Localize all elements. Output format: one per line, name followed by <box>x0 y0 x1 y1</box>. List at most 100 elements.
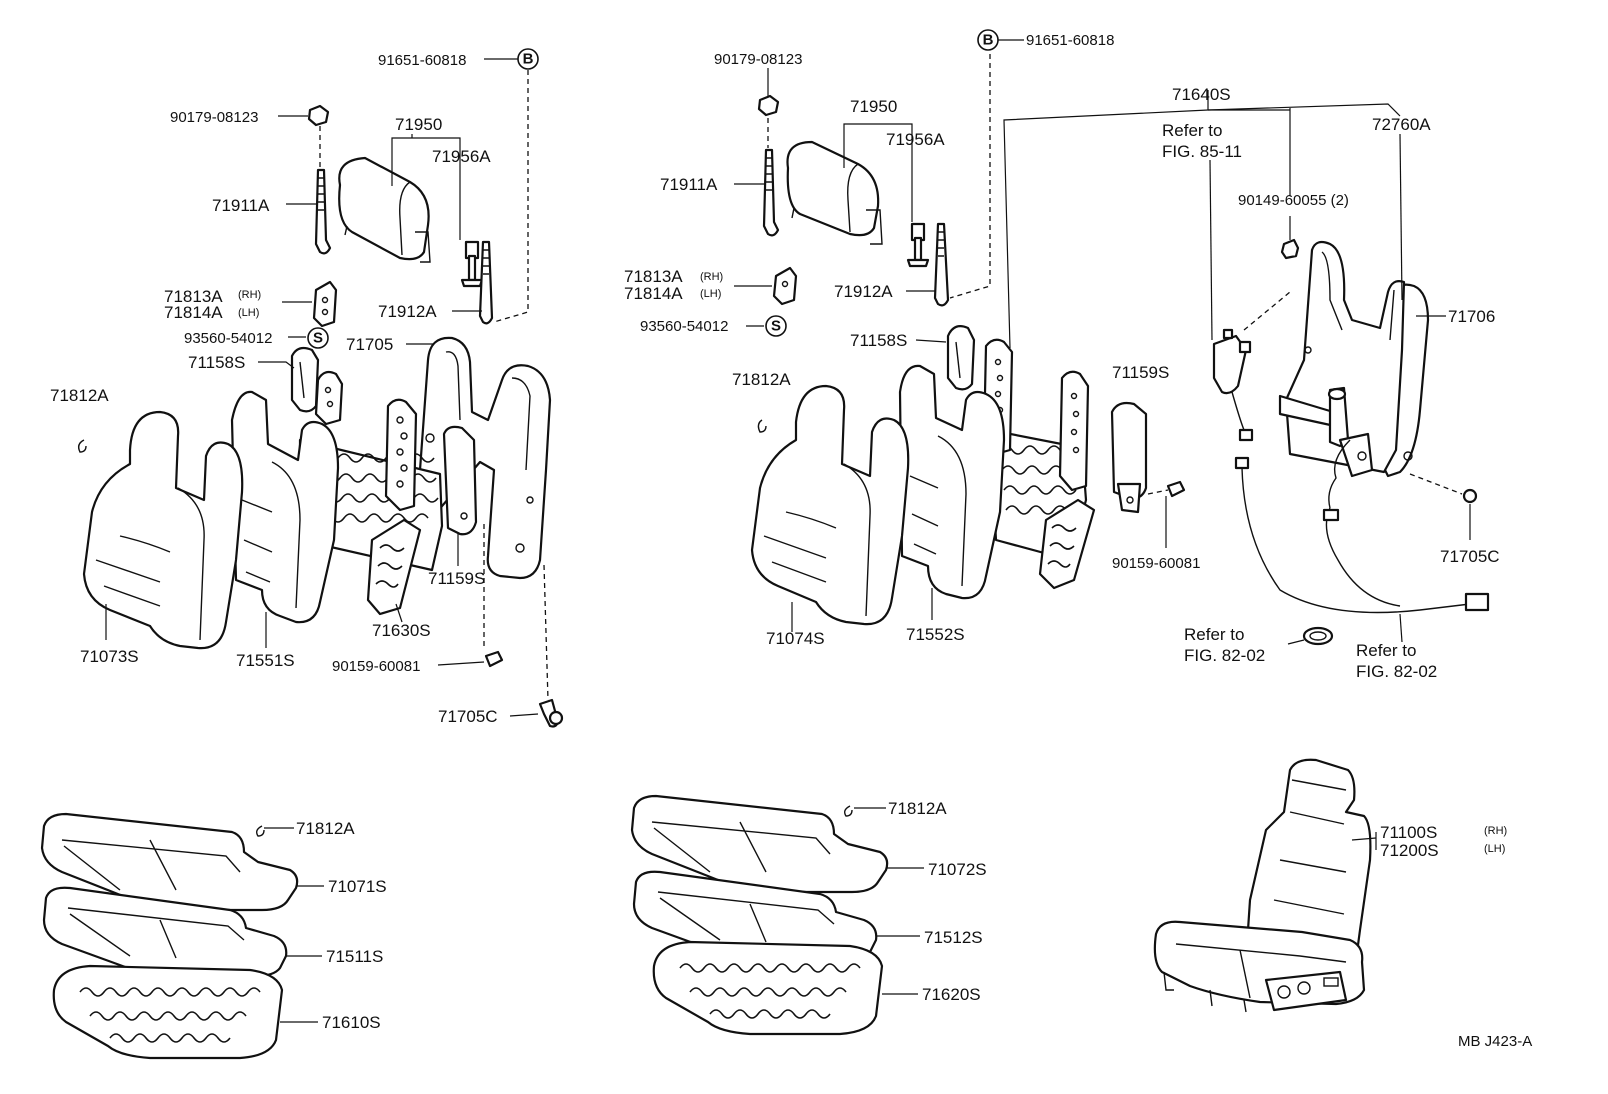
label-71640s: 71640S <box>1172 85 1231 104</box>
label-71950-middle: 71950 <box>850 97 897 116</box>
label-71912a-middle: 71912A <box>834 282 893 301</box>
lower-left-cushion-group <box>40 812 299 1060</box>
badge-s-middle: S <box>765 315 787 337</box>
label-71814a-middle: 71814A <box>624 284 683 303</box>
label-71512s: 71512S <box>924 928 983 947</box>
side-cover-71159s-middle <box>1110 401 1148 514</box>
label-refer-82a-line2: FIG. 82-02 <box>1184 646 1265 665</box>
clip-71812a-lower-left <box>255 825 265 837</box>
label-71956a-left: 71956A <box>432 147 491 166</box>
svg-text:S: S <box>771 318 781 335</box>
left-seatback-group <box>77 70 564 728</box>
seatback-frame-71705-left <box>418 336 552 580</box>
label-71813a-left: 71813A <box>164 287 223 306</box>
headrest-stay-71911a-left <box>314 126 332 255</box>
badge-b-middle: B <box>977 29 999 51</box>
leaders-lower-right <box>1351 832 1377 850</box>
svg-text:B: B <box>983 32 994 49</box>
headrest-stay-71912a-middle <box>933 222 950 307</box>
label-lh-middle: (LH) <box>700 288 721 300</box>
label-71705c-left: 71705C <box>438 707 498 726</box>
label-72760a: 72760A <box>1372 115 1431 134</box>
lower-middle-cushion-group <box>630 794 889 1036</box>
label-71630s-left: 71630S <box>372 621 431 640</box>
screw-90149-right <box>1280 216 1300 260</box>
leaders-lower-left <box>264 827 324 1023</box>
label-71912a-left: 71912A <box>378 302 437 321</box>
lumbar-pad-71630s-left <box>366 518 422 616</box>
headrest-stay-71912a-left <box>478 240 494 325</box>
label-rh-middle: (RH) <box>700 271 723 283</box>
clip-71812a-left <box>77 439 87 453</box>
label-71073s: 71073S <box>80 647 139 666</box>
label-71159s-left: 71159S <box>428 569 485 588</box>
label-lh-lower: (LH) <box>1484 843 1505 855</box>
bracket-71813a-middle <box>772 266 798 306</box>
label-93560-middle: 93560-54012 <box>640 318 728 335</box>
label-71705c-right: 71705C <box>1440 547 1500 566</box>
nut-90179-left <box>307 104 330 127</box>
label-90179-left: 90179-08123 <box>170 109 258 126</box>
label-71911a-left: 71911A <box>212 196 270 215</box>
cover-71158s-left <box>290 346 320 413</box>
cushion-pad-71511s <box>42 886 288 982</box>
label-71812a-lower-left: 71812A <box>296 819 355 838</box>
label-refer-82a-line1: Refer to <box>1184 625 1244 644</box>
side-cover-71159s-left <box>442 425 478 536</box>
label-lh-left: (LH) <box>238 307 259 319</box>
label-71706: 71706 <box>1448 307 1495 326</box>
label-71071s: 71071S <box>328 877 387 896</box>
leaders-middle-upper <box>734 39 1024 632</box>
label-71200s: 71200S <box>1380 841 1439 860</box>
back-cover-71073s-left <box>82 410 244 650</box>
label-91651-left: 91651-60818 <box>378 52 466 69</box>
label-71158s-middle: 71158S <box>850 331 907 350</box>
label-71813a-middle: 71813A <box>624 267 683 286</box>
label-71911a-middle: 71911A <box>660 175 718 194</box>
label-71074s: 71074S <box>766 629 825 648</box>
label-71159s-middle: 71159S <box>1112 363 1169 382</box>
leaders-right-upper <box>1003 90 1446 645</box>
leaders-lower-middle <box>854 807 924 995</box>
bolt-71705c-left <box>538 564 564 728</box>
back-cover-71074s-middle <box>750 384 910 626</box>
cushion-frame-71610s <box>52 964 284 1060</box>
switch-unit-right <box>1212 291 1490 614</box>
label-90149: 90149-60055 (2) <box>1238 192 1349 209</box>
cushion-frame-71620s <box>652 940 884 1036</box>
reference-code: MB J423-A <box>1458 1033 1532 1050</box>
label-71620s: 71620S <box>922 985 981 1004</box>
label-90159-left: 90159-60081 <box>332 658 420 675</box>
guide-71956a-left <box>460 240 484 288</box>
svg-text:S: S <box>313 330 323 347</box>
label-rh-lower: (RH) <box>1484 825 1507 837</box>
lumbar-pad-middle <box>1038 498 1096 590</box>
label-71551s: 71551S <box>236 651 295 670</box>
label-refer-82b-line1: Refer to <box>1356 641 1416 660</box>
back-pad-71552s-middle <box>898 364 1006 600</box>
nut-90179-middle <box>757 68 780 117</box>
label-71610s: 71610S <box>322 1013 381 1032</box>
label-71100s: 71100S <box>1380 823 1437 842</box>
label-71814a-left: 71814A <box>164 303 223 322</box>
headrest-71950-middle <box>786 140 883 245</box>
bolt-90159-middle <box>1147 480 1186 548</box>
headrest-71950-left <box>338 156 431 263</box>
right-power-group <box>1212 216 1490 646</box>
recliner-plate-left <box>314 370 418 512</box>
label-71812a-lower-middle: 71812A <box>888 799 947 818</box>
leaders-left-upper <box>105 58 539 717</box>
label-rh-left: (RH) <box>238 289 261 301</box>
badge-s-left: S <box>307 327 329 349</box>
label-71812a-left: 71812A <box>50 386 109 405</box>
label-71705-left: 71705 <box>346 335 393 354</box>
label-71950-left: 71950 <box>395 115 442 134</box>
label-91651-middle: 91651-60818 <box>1026 32 1114 49</box>
cushion-pad-71512s <box>632 870 878 966</box>
label-93560-left: 93560-54012 <box>184 330 272 347</box>
bolt-90159-left <box>483 524 504 668</box>
badge-b-left: B <box>517 48 539 70</box>
label-71956a-middle: 71956A <box>886 130 945 149</box>
middle-seatback-group <box>750 54 1186 626</box>
